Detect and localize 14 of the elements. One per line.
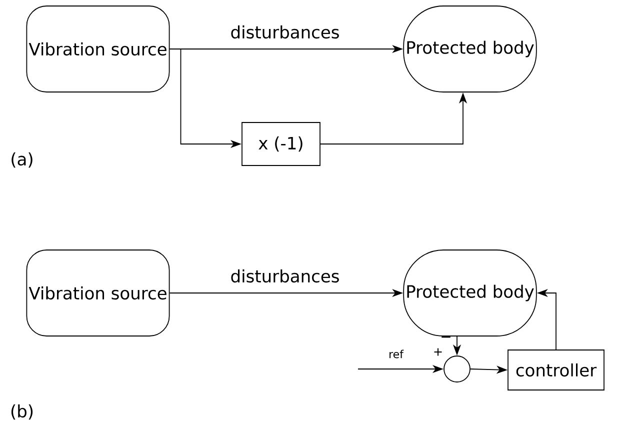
process-box: Protected body — [403, 6, 537, 92]
edge-label: disturbances — [231, 25, 339, 39]
process-box: controller — [508, 350, 604, 390]
process-box: Protected body — [403, 250, 537, 336]
sign-label: + — [434, 348, 442, 356]
panel-label: (b) — [11, 404, 33, 420]
process-box: Vibration source — [26, 6, 170, 92]
process-box: x (-1) — [242, 122, 320, 166]
edge-label: disturbances — [231, 269, 339, 283]
edge-label: ref — [390, 350, 404, 358]
panel-label: (a) — [12, 152, 32, 168]
process-box: Vibration source — [26, 250, 170, 336]
summing-junction — [444, 356, 470, 382]
sign-label: − — [442, 336, 450, 338]
